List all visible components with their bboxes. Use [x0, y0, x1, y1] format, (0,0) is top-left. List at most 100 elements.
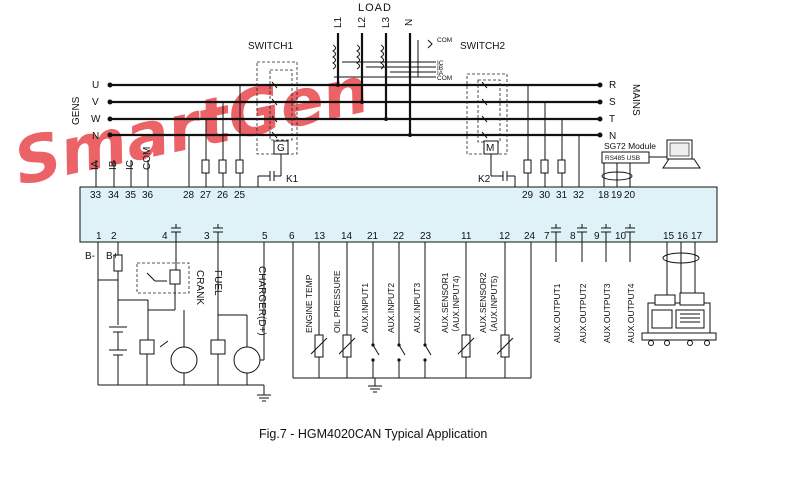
bottom-terminals: 1 2 4 3 5 6 13 14 21 22 23 11 12 24 7 8 … [96, 231, 703, 242]
terminal-30: 30 [539, 190, 551, 201]
comm-wires [601, 163, 633, 187]
terminal-23: 23 [420, 231, 432, 242]
top-label-com: COM [142, 147, 153, 170]
k1-label: K1 [286, 174, 299, 185]
battery-wiring [97, 242, 271, 402]
sensor-rail [292, 242, 532, 393]
mains-phase-s: S [609, 97, 616, 108]
switch2-label: SWITCH2 [460, 41, 505, 52]
gen-voltage-wires [188, 85, 282, 187]
terminal-3: 3 [204, 231, 210, 242]
terminal-20: 20 [624, 190, 636, 201]
charger-label: CHARGER(D+) [256, 266, 267, 336]
ct-label-ia: IA [437, 70, 444, 77]
m-contactor-label: M [486, 143, 494, 154]
genset-icon [641, 292, 717, 346]
mains-phase-n: N [609, 131, 616, 142]
mains-phase-t: T [609, 114, 615, 125]
mains-phase-r: R [609, 80, 616, 91]
switch1-inner [269, 69, 293, 141]
gens-phase-w: W [91, 114, 101, 125]
aux-output4: AUX.OUTPUT4 [626, 283, 636, 343]
crank-relay [118, 242, 198, 385]
terminal-21: 21 [367, 231, 379, 242]
input-aux-input1: AUX.INPUT1 [360, 283, 370, 333]
ct-label-ic: IC [437, 60, 444, 67]
terminal-17: 17 [691, 231, 703, 242]
terminal-31: 31 [556, 190, 568, 201]
input-aux-input2: AUX.INPUT2 [386, 283, 396, 333]
terminal-18: 18 [598, 190, 610, 201]
load-line-l1: L1 [333, 16, 344, 28]
switch1-label: SWITCH1 [248, 41, 293, 52]
terminal-29: 29 [522, 190, 534, 201]
ct-label-com: COM [437, 75, 452, 82]
input-aux-input4: （AUX.INPUT4) [451, 275, 461, 337]
load-label: LOAD [358, 2, 392, 14]
terminal-4: 4 [162, 231, 168, 242]
terminal-2: 2 [111, 231, 117, 242]
top-label-ic: IC [125, 160, 136, 170]
b-minus-label: B- [85, 251, 95, 262]
terminal-11: 11 [461, 231, 472, 242]
terminal-7: 7 [544, 231, 550, 242]
switch-contacts [271, 81, 488, 139]
can-bus-wires [662, 242, 700, 300]
top-terminals: 33 34 35 36 28 27 26 25 29 30 31 32 18 1… [90, 190, 636, 201]
terminal-12: 12 [499, 231, 511, 242]
input-aux-input5: （AUX.INPUT5) [489, 275, 499, 337]
aux-output-wires [555, 242, 631, 262]
ct-label-ib: IB [437, 65, 443, 72]
terminal-34: 34 [108, 190, 120, 201]
bus-lines [107, 82, 603, 138]
terminal-5: 5 [262, 231, 268, 242]
load-line-n: N [404, 19, 415, 26]
k2-label: K2 [478, 174, 491, 185]
terminal-14: 14 [341, 231, 353, 242]
figure-caption: Fig.7 - HGM4020CAN Typical Application [259, 427, 487, 441]
terminal-35: 35 [125, 190, 137, 201]
terminal-9: 9 [594, 231, 600, 242]
terminal-6: 6 [289, 231, 295, 242]
terminal-19: 19 [611, 190, 623, 201]
terminal-22: 22 [393, 231, 405, 242]
terminal-25: 25 [234, 190, 246, 201]
gens-label: GENS [71, 96, 82, 125]
terminal-24: 24 [524, 231, 536, 242]
terminal-33: 33 [90, 190, 102, 201]
mains-label: MAINS [630, 84, 641, 116]
terminal-36: 36 [142, 190, 154, 201]
terminal-28: 28 [183, 190, 195, 201]
terminal-10: 10 [615, 231, 627, 242]
aux-output3: AUX.OUTPUT3 [602, 283, 612, 343]
terminal-8: 8 [570, 231, 576, 242]
aux-output1: AUX.OUTPUT1 [552, 283, 562, 343]
crank-label: CRANK [194, 270, 205, 305]
terminal-15: 15 [663, 231, 675, 242]
sensor-channels [310, 242, 514, 378]
ct-coils [332, 39, 436, 78]
b-plus-label: B+ [106, 251, 119, 262]
terminal-1: 1 [96, 231, 102, 242]
g-contactor-label: G [277, 143, 285, 154]
input-oil-pressure: OIL PRESSURE [332, 270, 342, 333]
aux-output2: AUX.OUTPUT2 [578, 283, 588, 343]
terminal-27: 27 [200, 190, 212, 201]
laptop-icon [649, 139, 701, 169]
terminal-26: 26 [217, 190, 229, 201]
fuel-output [210, 242, 247, 385]
top-label-ib: IB [108, 160, 119, 170]
fuel-label: FUEL [212, 270, 223, 296]
top-label-ia: IA [90, 160, 101, 170]
mains-voltage-wires [490, 85, 580, 187]
sg72-title: SG72 Module [604, 141, 656, 151]
sg72-rs485: RS485 USB [605, 155, 640, 162]
terminal-16: 16 [677, 231, 689, 242]
load-line-l2: L2 [357, 16, 368, 28]
terminal-32: 32 [573, 190, 585, 201]
gens-phase-n: N [92, 131, 99, 142]
gens-phase-v: V [92, 97, 99, 108]
charger-input [233, 242, 265, 385]
